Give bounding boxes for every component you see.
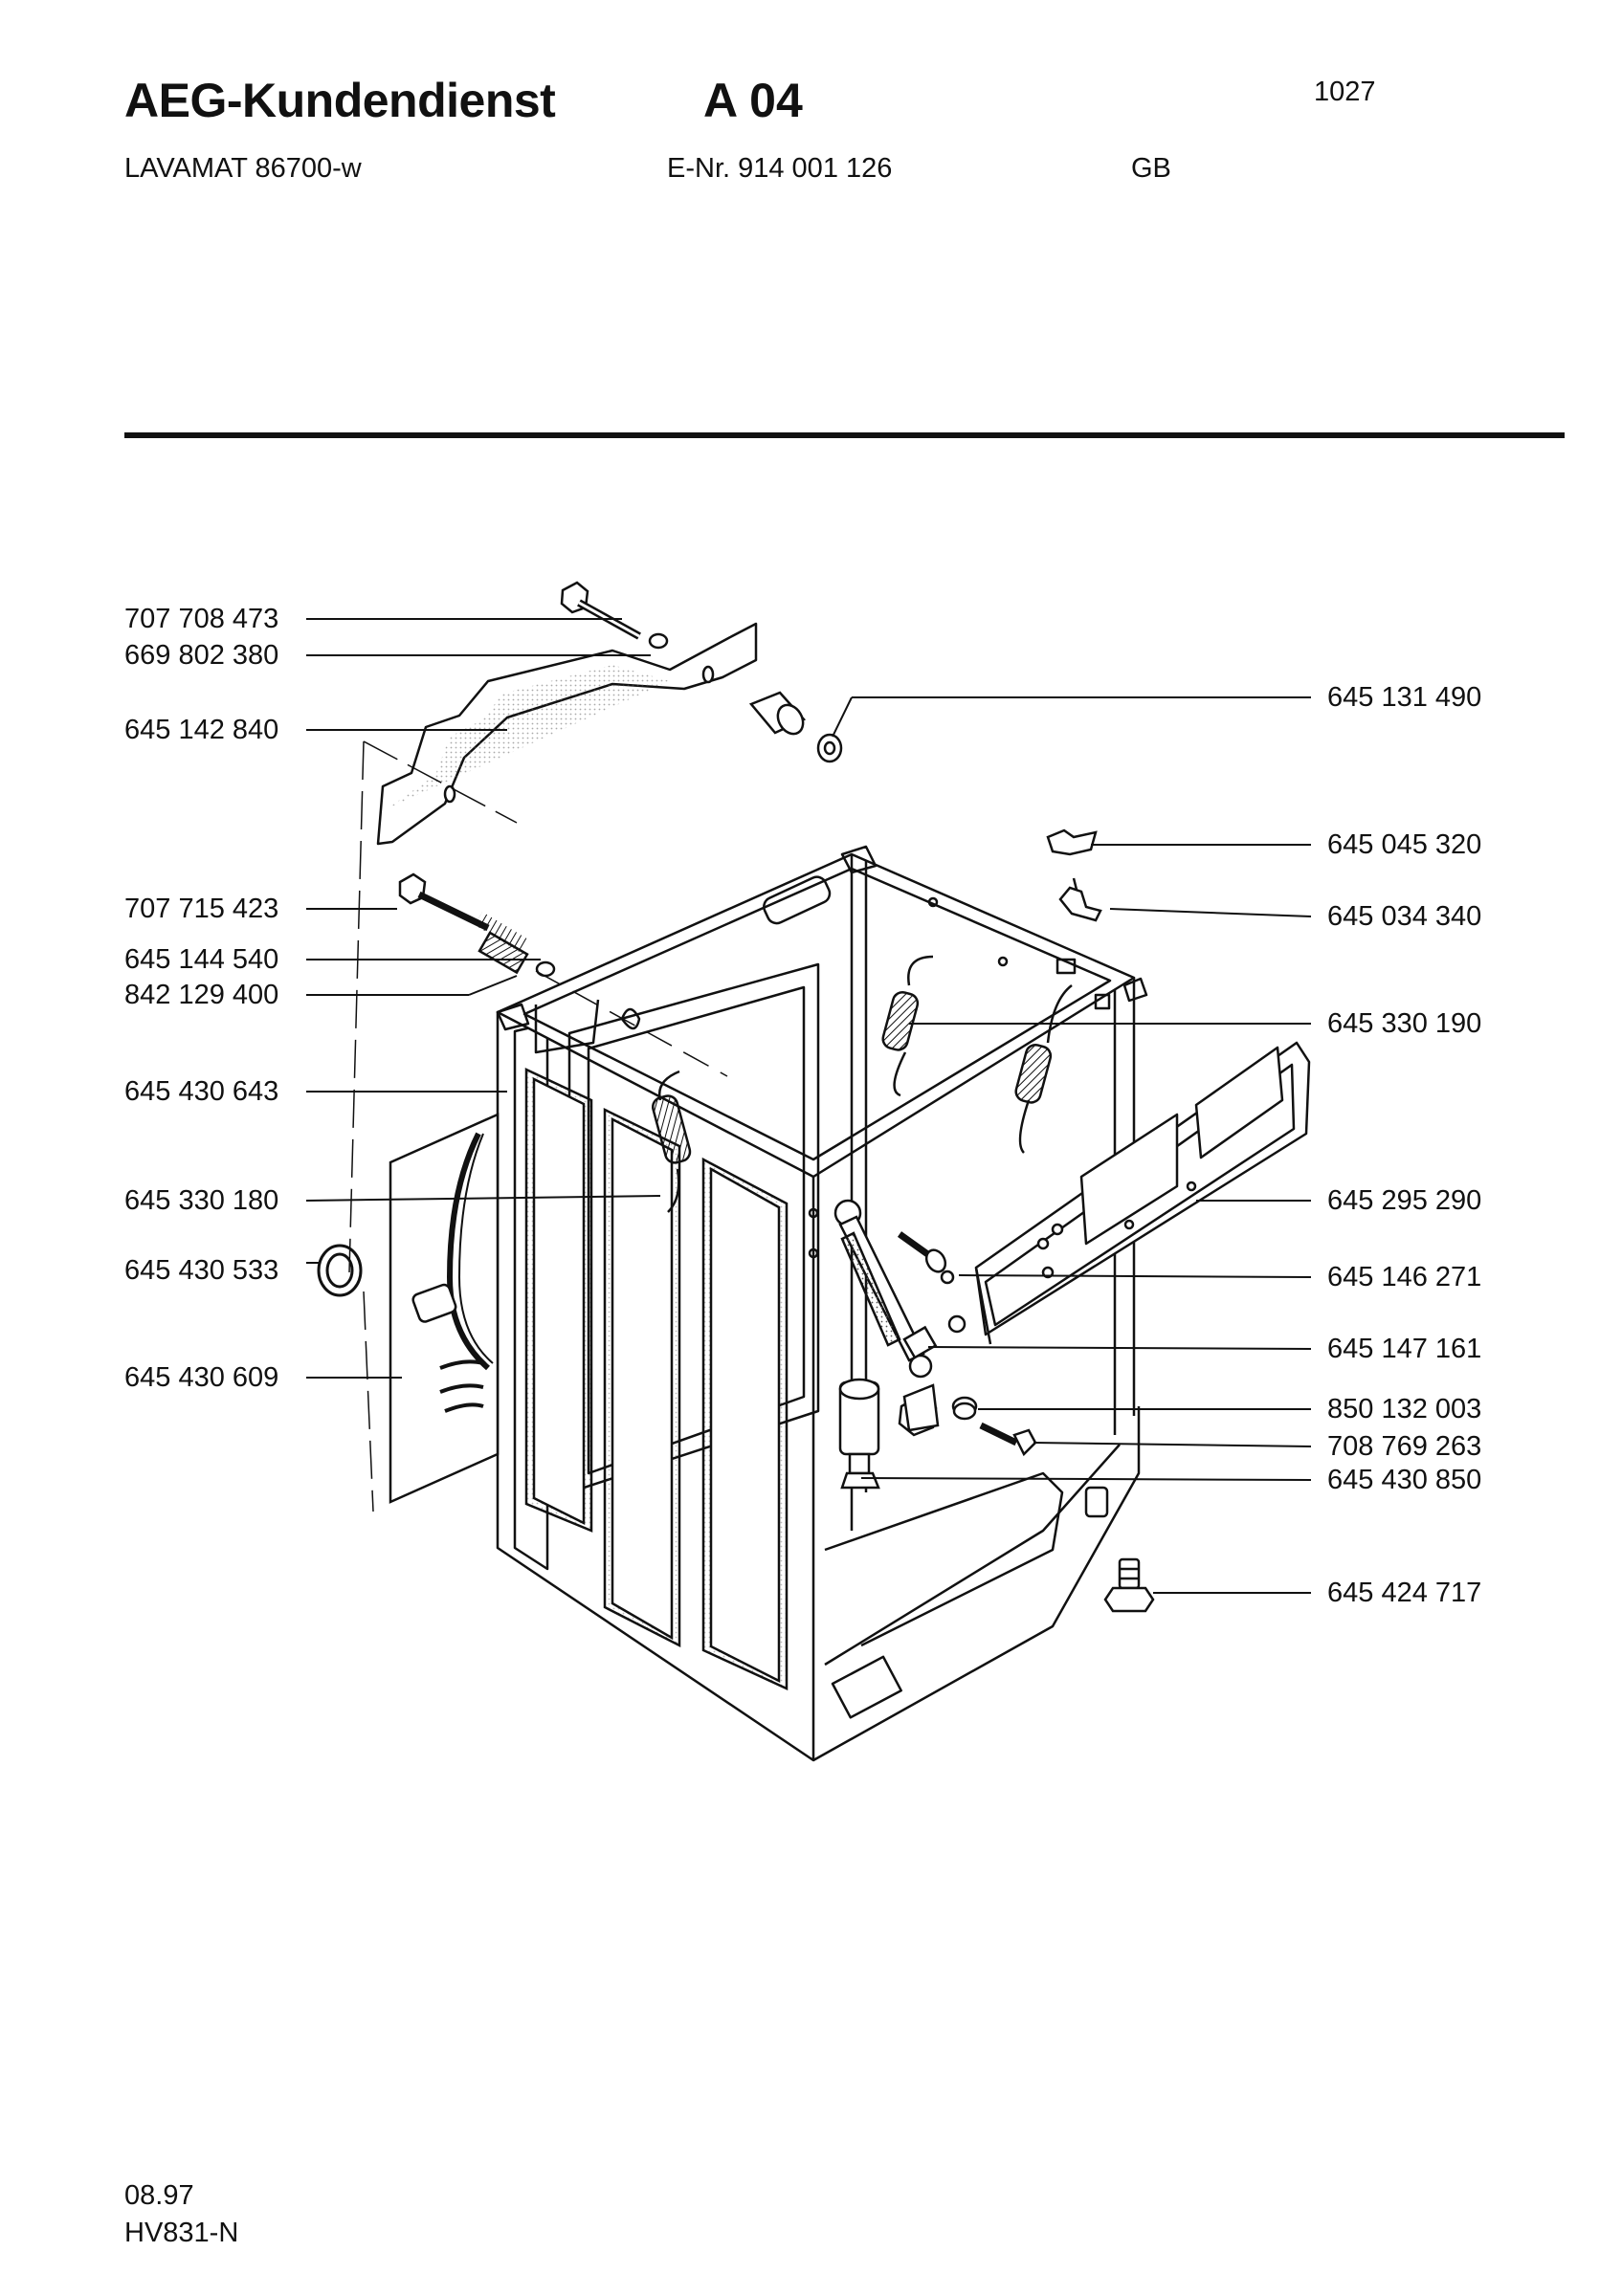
part-number-label: 645 430 850 (1327, 1465, 1482, 1495)
part-number-label: 707 715 423 (124, 894, 279, 924)
side-bracket (974, 1041, 1311, 1345)
suspension-springs (651, 955, 1073, 1213)
crossbar-bolt (560, 581, 669, 650)
dash-guide-lines (348, 740, 518, 1512)
model-name: LAVAMAT 86700-w (124, 153, 362, 184)
part-number-label: 645 144 540 (124, 944, 279, 975)
part-number-label: 645 142 840 (124, 715, 279, 745)
part-number-label: 645 146 271 (1327, 1262, 1482, 1292)
part-number-label: 645 034 340 (1327, 901, 1482, 932)
part-number-label: 645 430 609 (124, 1362, 279, 1393)
part-number-label: 707 708 473 (124, 604, 279, 634)
foot-and-bracket (838, 1378, 1155, 1613)
part-number-label: 645 131 490 (1327, 682, 1482, 713)
part-number-label: 645 147 161 (1327, 1334, 1482, 1364)
top-crossbar (376, 622, 758, 846)
plug-grommet (317, 1244, 363, 1297)
part-number-label: 669 802 380 (124, 640, 279, 671)
part-number-label: 645 295 290 (1327, 1185, 1482, 1216)
document-reference: HV831-N (124, 2218, 239, 2248)
revision-date: 08.97 (124, 2180, 194, 2211)
housing-frame (496, 845, 1148, 1762)
part-number-label: 842 129 400 (124, 980, 279, 1010)
part-number-label: 645 330 190 (1327, 1008, 1482, 1039)
front-panel-recesses (524, 1068, 789, 1690)
bushing-and-nut (748, 691, 843, 763)
part-number-label: 850 132 003 (1327, 1394, 1482, 1424)
language-code: GB (1131, 153, 1171, 184)
part-number-label: 708 769 263 (1327, 1431, 1482, 1462)
part-number-label: 645 430 533 (124, 1255, 279, 1286)
spring-bolt-assembly (398, 872, 728, 1077)
part-number-label: 645 045 320 (1327, 829, 1482, 860)
sheet-code: A 04 (703, 74, 803, 127)
leader-lines (305, 618, 1312, 1594)
brand-title: AEG-Kundendienst (124, 74, 556, 127)
page-number: 1027 (1314, 77, 1376, 107)
header-divider (124, 432, 1565, 438)
part-number-label: 645 424 717 (1327, 1578, 1482, 1608)
part-number-label: 645 330 180 (124, 1185, 279, 1216)
clips (1046, 828, 1102, 922)
part-number-label: 645 430 643 (124, 1076, 279, 1107)
side-panel (389, 1113, 500, 1504)
product-number: E-Nr. 914 001 126 (667, 153, 893, 184)
shock-absorber (833, 1199, 938, 1379)
